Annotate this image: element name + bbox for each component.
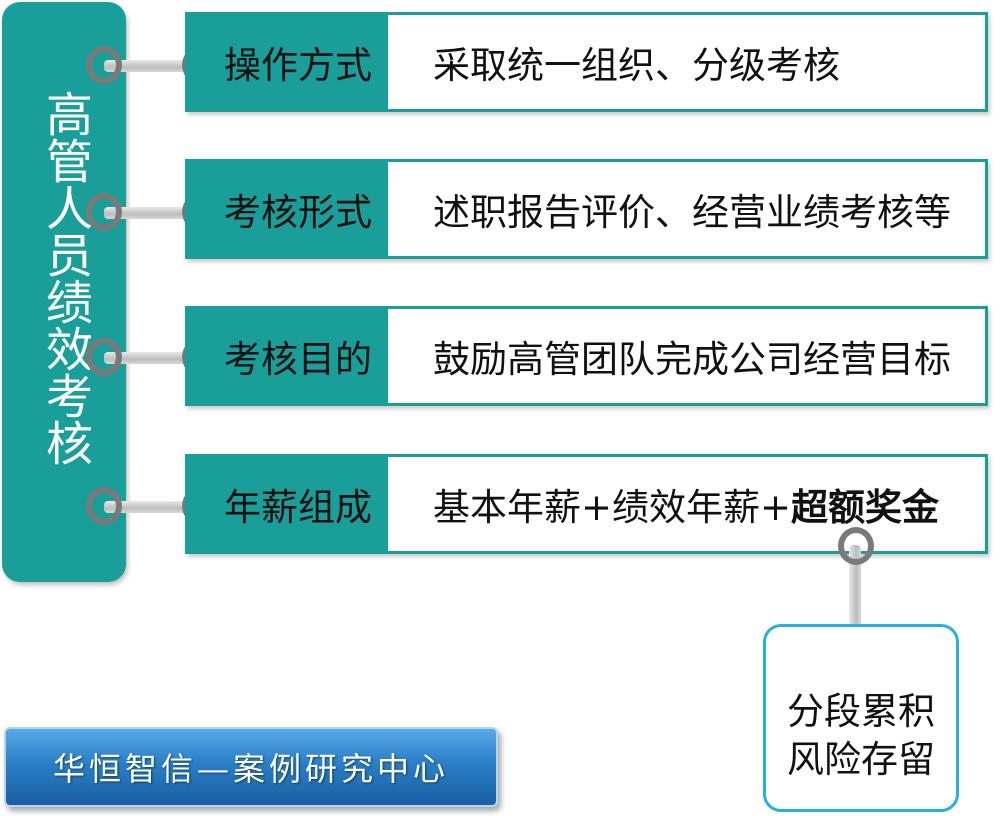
row-label: 操作方式 [188, 15, 388, 109]
connector-bar [104, 207, 202, 219]
vertical-title: 高管人员绩效考核 [2, 90, 126, 466]
ring-icon [86, 487, 122, 525]
side-line-1: 分段累积 [787, 690, 935, 733]
row-label: 考核目的 [188, 309, 388, 403]
row-label: 考核形式 [188, 162, 388, 256]
ring-icon [86, 338, 122, 376]
row-assessment-form: 考核形式 述职报告评价、经营业绩考核等 [185, 159, 988, 259]
bonus-note-box: 分段累积 风险存留 [763, 624, 959, 812]
footer-badge: 华恒智信—案例研究中心 [4, 727, 498, 807]
row-label: 年薪组成 [188, 457, 388, 551]
salary-components: 基本年薪+绩效年薪+ [433, 486, 792, 529]
row-assessment-purpose: 考核目的 鼓励高管团队完成公司经营目标 [185, 306, 988, 406]
title-panel: 高管人员绩效考核 [2, 2, 126, 582]
row-content: 基本年薪+绩效年薪+超额奖金 [433, 457, 939, 551]
vertical-title-text: 高管人员绩效考核 [37, 90, 92, 466]
side-line-2: 风险存留 [787, 738, 935, 781]
connector-bar [104, 352, 202, 364]
connector-bar [104, 60, 202, 72]
connector-bar [849, 545, 861, 649]
ring-icon [86, 193, 122, 231]
row-content: 鼓励高管团队完成公司经营目标 [433, 338, 951, 381]
ring-icon [838, 527, 874, 565]
connector-bar [104, 501, 202, 513]
row-content: 采取统一组织、分级考核 [433, 44, 840, 87]
footer-text: 华恒智信—案例研究中心 [52, 750, 449, 788]
row-content: 述职报告评价、经营业绩考核等 [433, 191, 951, 234]
ring-icon [86, 46, 122, 84]
excess-bonus: 超额奖金 [791, 486, 940, 529]
row-operation-method: 操作方式 采取统一组织、分级考核 [185, 12, 988, 112]
